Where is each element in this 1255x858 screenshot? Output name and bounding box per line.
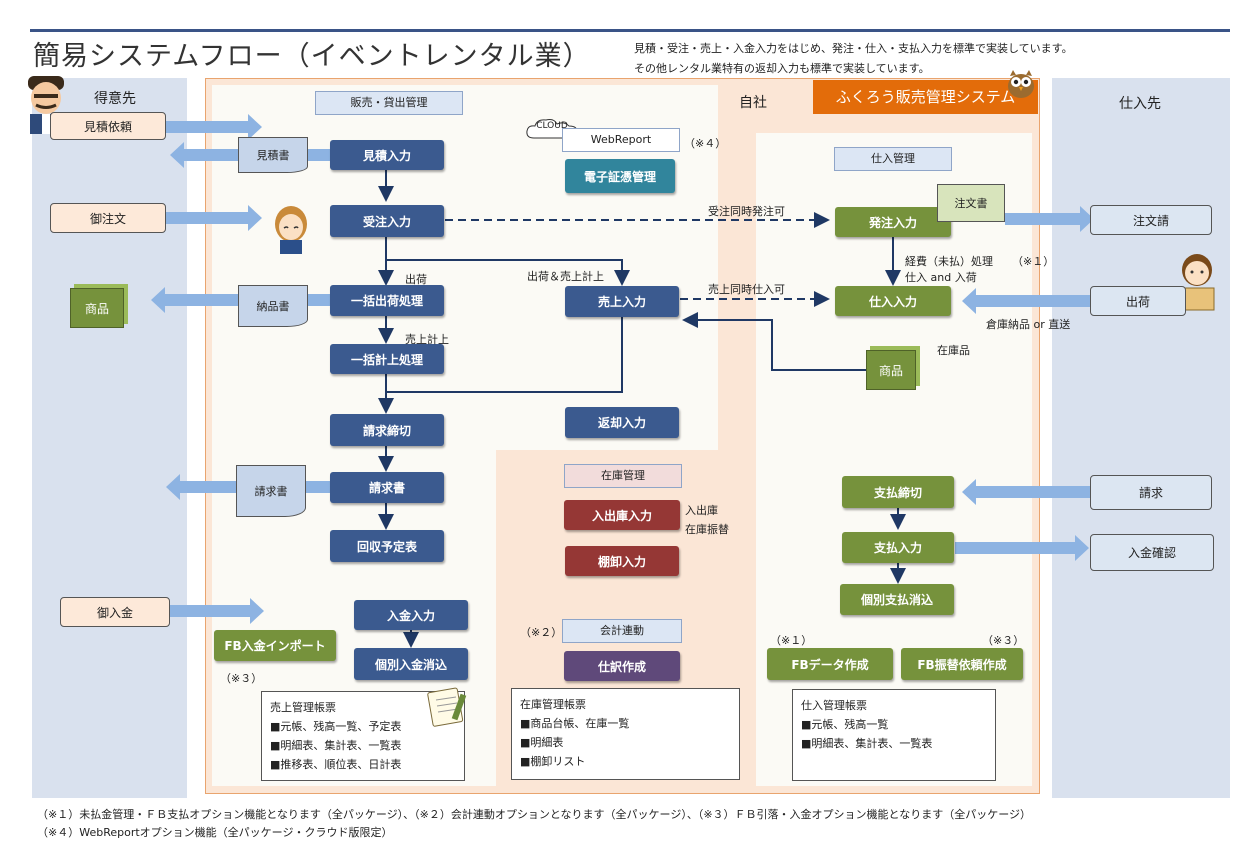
purchase-arrival-label: 仕入 and 入荷: [905, 271, 977, 284]
transfer-note: 在庫振替: [685, 523, 729, 536]
system-bar: ふくろう販売管理システム: [813, 80, 1038, 114]
description-line-1: 見積・受注・売上・入金入力をはじめ、発注・仕入・支払入力を標準で実装しています。: [634, 42, 1073, 55]
invoice-document: 請求書: [236, 465, 306, 517]
inventory-report-panel: 在庫管理帳票 ■商品台帳、在庫一覧 ■明細表 ■棚卸リスト: [511, 688, 740, 780]
payment-confirm-box: 入金確認: [1090, 534, 1214, 571]
inout-input-box: 入出庫入力: [564, 500, 680, 530]
warehouse-direct-label: 倉庫納品 or 直送: [986, 318, 1071, 331]
inventory-section-label: 在庫管理: [564, 464, 682, 488]
deposit-input-box: 入金入力: [354, 600, 468, 630]
purchase-report-panel: 仕入管理帳票 ■元帳、残高一覧 ■明細表、集計表、一覧表: [792, 689, 996, 781]
inout-note: 入出庫: [685, 504, 718, 517]
estimate-input-box: 見積入力: [330, 140, 444, 170]
title-rule: [30, 29, 1230, 32]
billing-close-box: 請求締切: [330, 414, 444, 446]
page-title: 簡易システムフロー（イベントレンタル業）: [33, 41, 591, 72]
sales-report-title: 売上管理帳票: [270, 701, 336, 714]
post-label: 売上計上: [405, 333, 449, 346]
expense-label: 経費（未払）処理: [905, 255, 993, 268]
footnote-2: （※４）WebReportオプション機能（全パッケージ・クラウド版限定）: [37, 826, 393, 839]
shipment-box: 出荷: [1090, 286, 1186, 316]
supplier-person-icon: [1172, 250, 1222, 312]
purchase-report-item: ■元帳、残高一覧: [801, 718, 889, 731]
e-document-box: 電子証憑管理: [565, 159, 675, 193]
collection-schedule-box: 回収予定表: [330, 530, 444, 562]
stock-product-cube: 商品: [866, 350, 916, 390]
notebook-icon: [426, 686, 468, 728]
bulk-ship-box: 一括出荷処理: [330, 285, 444, 316]
inventory-report-item: ■商品台帳、在庫一覧: [520, 717, 630, 730]
fb-data-box: FBデータ作成: [767, 648, 893, 680]
purchase-report-title: 仕入管理帳票: [801, 699, 867, 712]
order-input-box: 受注入力: [330, 205, 444, 237]
purchase-input-box: 仕入入力: [835, 286, 951, 316]
purchase-report-item: ■明細表、集計表、一覧表: [801, 737, 933, 750]
deposit-clear-box: 個別入金消込: [354, 648, 468, 680]
order-box: 御注文: [50, 203, 166, 233]
cloud-label: CLOUD: [536, 121, 568, 131]
estimate-document: 見積書: [238, 137, 308, 173]
invoice-box: 請求書: [330, 472, 444, 503]
delivery-document: 納品書: [238, 285, 308, 327]
note4-webreport: （※４）: [684, 137, 727, 150]
sales-report-item: ■元帳、残高一覧、予定表: [270, 720, 402, 733]
fb-transfer-box: FB振替依頼作成: [901, 648, 1023, 680]
po-input-box: 発注入力: [835, 207, 951, 237]
customer-lane: [32, 78, 187, 798]
accounting-section-label: 会計連動: [562, 619, 682, 643]
note3-fb-import: （※３）: [220, 672, 263, 685]
description-line-2: その他レンタル業特有の返却入力も標準で実装しています。: [634, 62, 930, 75]
order-po-label: 受注同時発注可: [708, 205, 785, 218]
supplier-lane: [1052, 78, 1230, 798]
sales-report-item: ■推移表、順位表、日計表: [270, 758, 402, 771]
ship-sale-label: 出荷＆売上計上: [527, 270, 604, 283]
order-ack-box: 注文請: [1090, 205, 1212, 235]
inventory-report-item: ■棚卸リスト: [520, 755, 586, 768]
pay-clear-box: 個別支払消込: [840, 584, 954, 615]
customer-product-cube: 商品: [70, 288, 124, 328]
company-header: 自社: [739, 95, 767, 111]
pay-close-box: 支払締切: [842, 476, 954, 508]
customer-lane-header: 得意先: [94, 91, 136, 107]
footnote-1: （※１）未払金管理・ＦＢ支払オプション機能となります（全パッケージ）、（※２）会…: [37, 808, 1031, 821]
note1-fb-data: （※１）: [770, 634, 813, 647]
inventory-report-title: 在庫管理帳票: [520, 698, 586, 711]
sales-input-box: 売上入力: [565, 286, 679, 317]
sales-section-label: 販売・貸出管理: [315, 91, 463, 115]
billing-box: 請求: [1090, 475, 1212, 510]
bulk-post-box: 一括計上処理: [330, 344, 444, 374]
sale-purchase-label: 売上同時仕入可: [708, 283, 785, 296]
deposit-box: 御入金: [60, 597, 170, 627]
supplier-lane-header: 仕入先: [1119, 96, 1161, 112]
fb-import-box: FB入金インポート: [214, 630, 336, 661]
journal-box: 仕訳作成: [564, 651, 680, 681]
purchase-section-label: 仕入管理: [834, 147, 952, 171]
expense-note: （※１）: [1012, 255, 1055, 268]
stock-item-label: 在庫品: [937, 344, 970, 357]
po-document: 注文書: [937, 184, 1005, 222]
note3-fb-transfer: （※３）: [982, 634, 1025, 647]
owl-logo-icon: [1004, 66, 1038, 100]
ship-label: 出荷: [405, 273, 427, 286]
sales-report-item: ■明細表、集計表、一覧表: [270, 739, 402, 752]
stocktake-input-box: 棚卸入力: [565, 546, 679, 576]
estimate-request-box: 見積依頼: [50, 112, 166, 140]
operator-person-icon: [268, 204, 314, 254]
return-input-box: 返却入力: [565, 407, 679, 438]
note2-accounting: （※２）: [520, 626, 563, 639]
pay-input-box: 支払入力: [842, 532, 954, 563]
webreport-label: WebReport: [562, 128, 680, 152]
inventory-report-item: ■明細表: [520, 736, 564, 749]
